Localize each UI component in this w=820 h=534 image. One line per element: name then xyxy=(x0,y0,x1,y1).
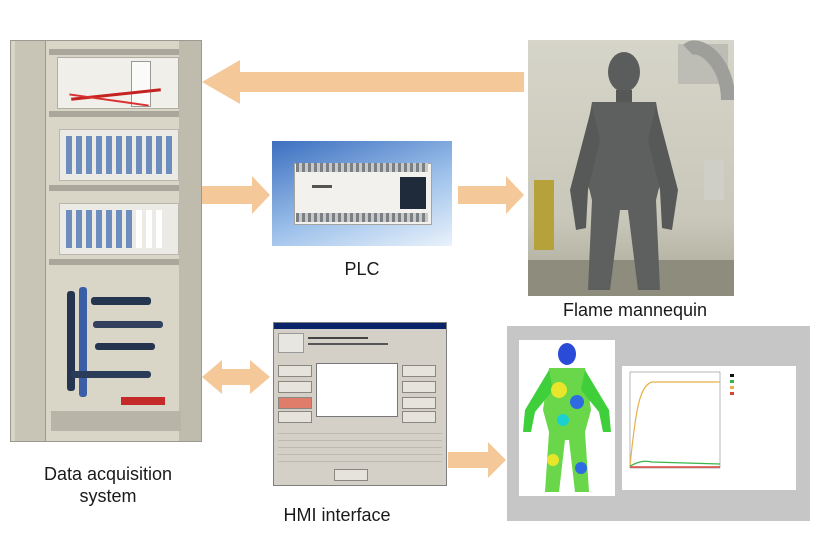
hmi-interface-screenshot xyxy=(273,322,447,486)
arrow-daq-hmi-bidirectional xyxy=(202,360,270,394)
plc-photo xyxy=(272,141,452,246)
flame-mannequin-label: Flame mannequin xyxy=(562,300,708,320)
hmi-list-box xyxy=(316,363,398,417)
data-acquisition-label: Data acquisition system xyxy=(18,463,198,507)
mannequin-figure xyxy=(528,40,734,296)
arrow-mannequin-to-daq xyxy=(202,60,524,104)
hmi-title-bar xyxy=(274,323,446,329)
result-chart xyxy=(622,366,796,490)
hmi-alarm-button xyxy=(278,397,312,409)
hmi-interface-label: HMI interface xyxy=(283,505,391,522)
data-acquisition-cabinet-photo xyxy=(10,40,202,442)
burn-distribution-body-map xyxy=(519,340,615,496)
flame-mannequin-photo xyxy=(528,40,734,296)
plc-label: PLC xyxy=(344,259,380,279)
data-acquisition-label-line1: Data acquisition xyxy=(43,464,173,484)
arrow-hmi-to-result xyxy=(448,442,506,478)
arrow-plc-to-mannequin xyxy=(458,176,524,214)
data-acquisition-label-line2: system xyxy=(79,486,137,506)
arrow-daq-to-plc xyxy=(202,176,270,214)
